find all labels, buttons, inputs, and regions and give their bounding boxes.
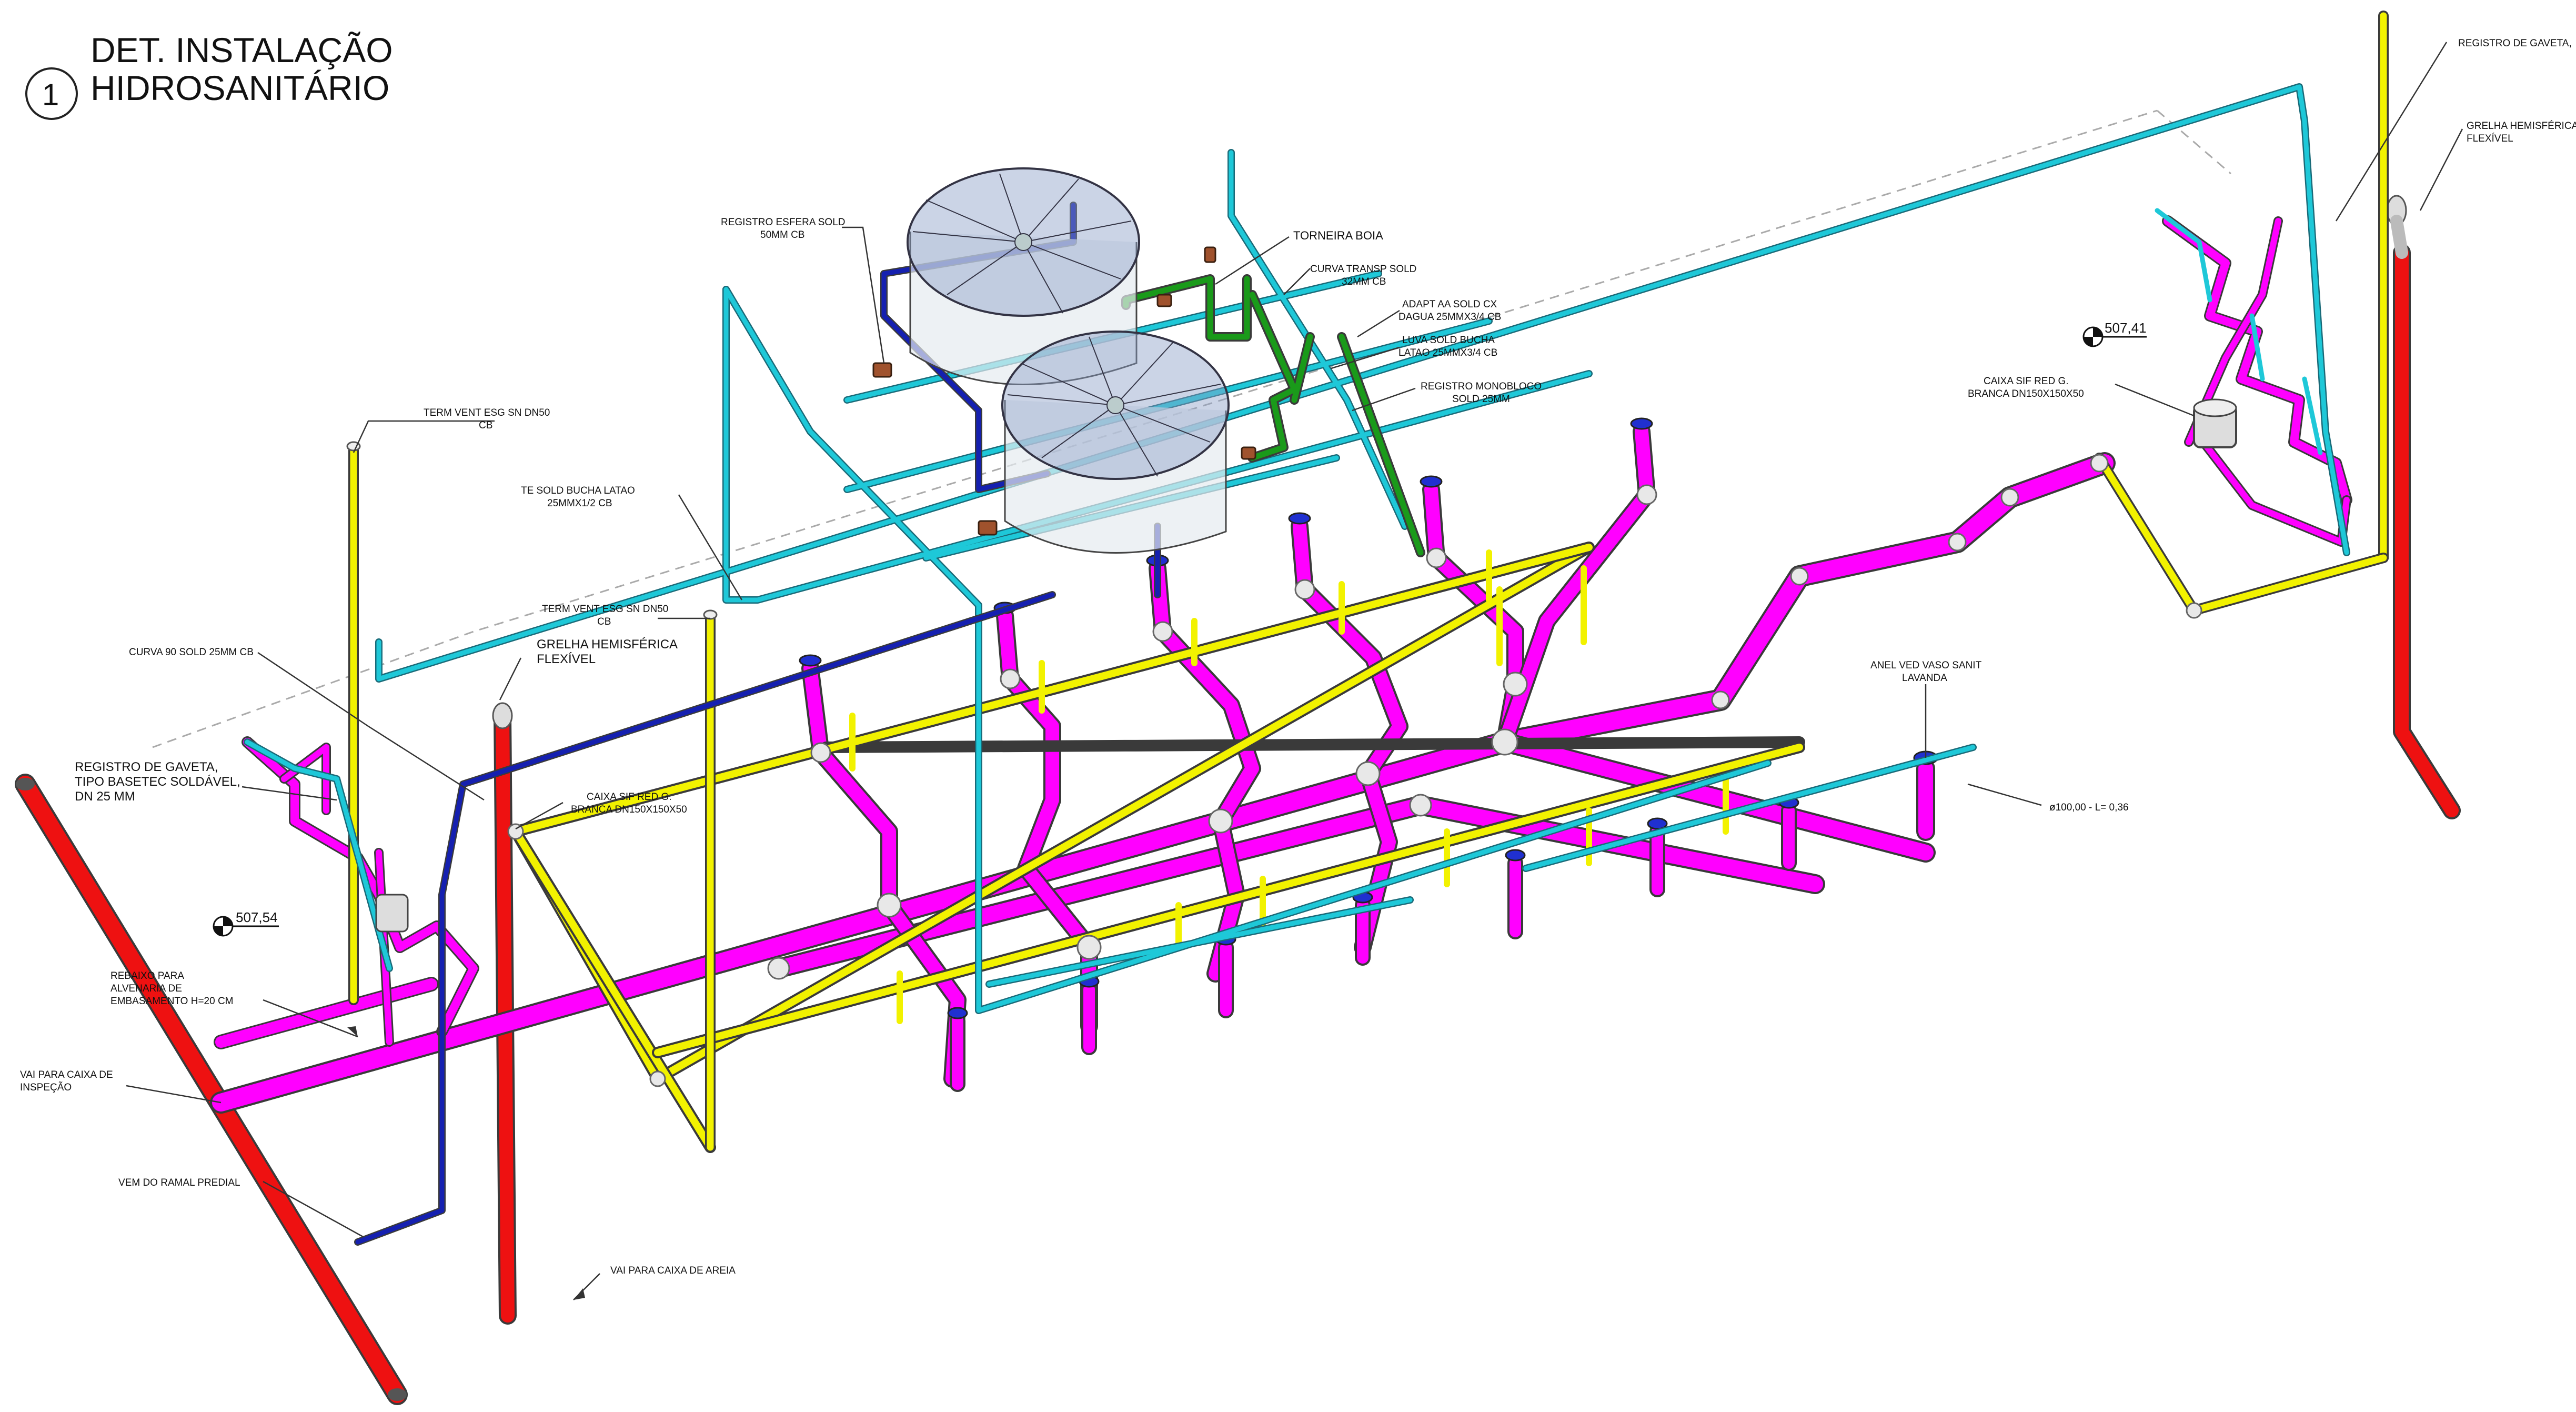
label-term-vent-2: TERM VENT ESG SN DN50 (542, 604, 668, 615)
label-anel-ved: ANEL VED VASO SANIT (1870, 660, 1982, 671)
water-tank-2 (1001, 331, 1230, 554)
label-term-vent-2-2: CB (597, 616, 611, 627)
label-vai-caixa-inspecao-2: INSPEÇÃO (20, 1081, 72, 1093)
label-caixa-sif-left-2: BRANCA DN150X150X50 (571, 804, 687, 815)
label-vem-ramal: VEM DO RAMAL PREDIAL (118, 1177, 240, 1188)
label-vai-caixa-areia: VAI PARA CAIXA DE AREIA (610, 1265, 736, 1276)
label-torneira-boia: TORNEIRA BOIA (1293, 229, 1383, 242)
title-number-circle (25, 67, 78, 120)
level-marker-left: 507,54 (213, 909, 279, 937)
title-line-1: DET. INSTALAÇÃO (90, 31, 393, 69)
annotation-labels: REGISTRO ESFERA SOLD 50MM CB TORNEIRA BO… (20, 38, 2576, 1276)
level-value-right: 507,41 (2105, 320, 2147, 336)
label-adapt-aa-2: DAGUA 25MMX3/4 CB (1398, 312, 1501, 323)
label-luva-sold-2: LATAO 25MMX3/4 CB (1398, 347, 1497, 358)
label-registro-gaveta-left-3: DN 25 MM (75, 789, 135, 804)
label-curva-transp-2: 32MM CB (1342, 276, 1386, 287)
label-vai-caixa-inspecao: VAI PARA CAIXA DE (20, 1069, 113, 1080)
reference-dashed-lines (152, 109, 2231, 748)
water-tank-1 (907, 167, 1140, 385)
label-diametro: ø100,00 - L= 0,36 (2049, 802, 2129, 813)
label-rebaixo-2: ALVENARIA DE (110, 983, 182, 994)
label-adapt-aa: ADAPT AA SOLD CX (1402, 299, 1497, 310)
label-grelha-left: GRELHA HEMISFÉRICA (537, 637, 678, 652)
label-registro-esfera-2: 50MM CB (760, 229, 804, 241)
label-registro-gaveta-right: REGISTRO DE GAVETA, (2458, 38, 2572, 49)
label-term-vent-1-2: CB (479, 420, 492, 431)
label-curva-transp: CURVA TRANSP SOLD (1310, 264, 1416, 275)
pipe-fittings (375, 398, 2237, 1087)
label-rebaixo-3: EMBASAMENTO H=20 CM (110, 996, 234, 1007)
label-te-sold-2: 25MMX1/2 CB (547, 498, 612, 509)
level-value-left: 507,54 (236, 909, 278, 925)
tank-valves (872, 246, 1256, 536)
label-curva-90: CURVA 90 SOLD 25MM CB (129, 647, 254, 658)
label-registro-gaveta-left: REGISTRO DE GAVETA, (75, 760, 218, 774)
label-registro-monobloco: REGISTRO MONOBLOCO (1421, 381, 1542, 392)
arrow-icons (347, 1026, 585, 1300)
title-line-2: HIDROSANITÁRIO (90, 68, 389, 107)
label-grelha-left-2: FLEXÍVEL (537, 652, 596, 666)
label-registro-esfera: REGISTRO ESFERA SOLD (721, 217, 846, 228)
label-registro-gaveta-left-2: TIPO BASETEC SOLDÁVEL, (75, 775, 240, 789)
label-grelha-right: GRELHA HEMISFÉRICA (2467, 121, 2576, 132)
label-caixa-sif-right: CAIXA SIF RED G. (1984, 376, 2069, 387)
title-block: 1 DET. INSTALAÇÃO HIDROSANITÁRIO (25, 31, 393, 120)
label-grelha-right-2: FLEXÍVEL (2467, 133, 2513, 144)
label-caixa-sif-right-2: BRANCA DN150X150X50 (1968, 388, 2084, 399)
level-marker-right: 507,41 (2082, 320, 2147, 347)
label-term-vent-1: TERM VENT ESG SN DN50 (424, 407, 550, 418)
label-luva-sold: LUVA SOLD BUCHA (1402, 335, 1495, 346)
label-te-sold: TE SOLD BUCHA LATAO (521, 485, 635, 496)
label-registro-monobloco-2: SOLD 25MM (1452, 394, 1510, 405)
label-rebaixo: REBAIXO PARA (110, 970, 184, 982)
cyan-water-pipes (244, 83, 2350, 1014)
title-number: 1 (42, 78, 59, 112)
label-caixa-sif-left: CAIXA SIF RED G. (587, 792, 672, 803)
label-anel-ved-2: LAVANDA (1902, 673, 1947, 684)
